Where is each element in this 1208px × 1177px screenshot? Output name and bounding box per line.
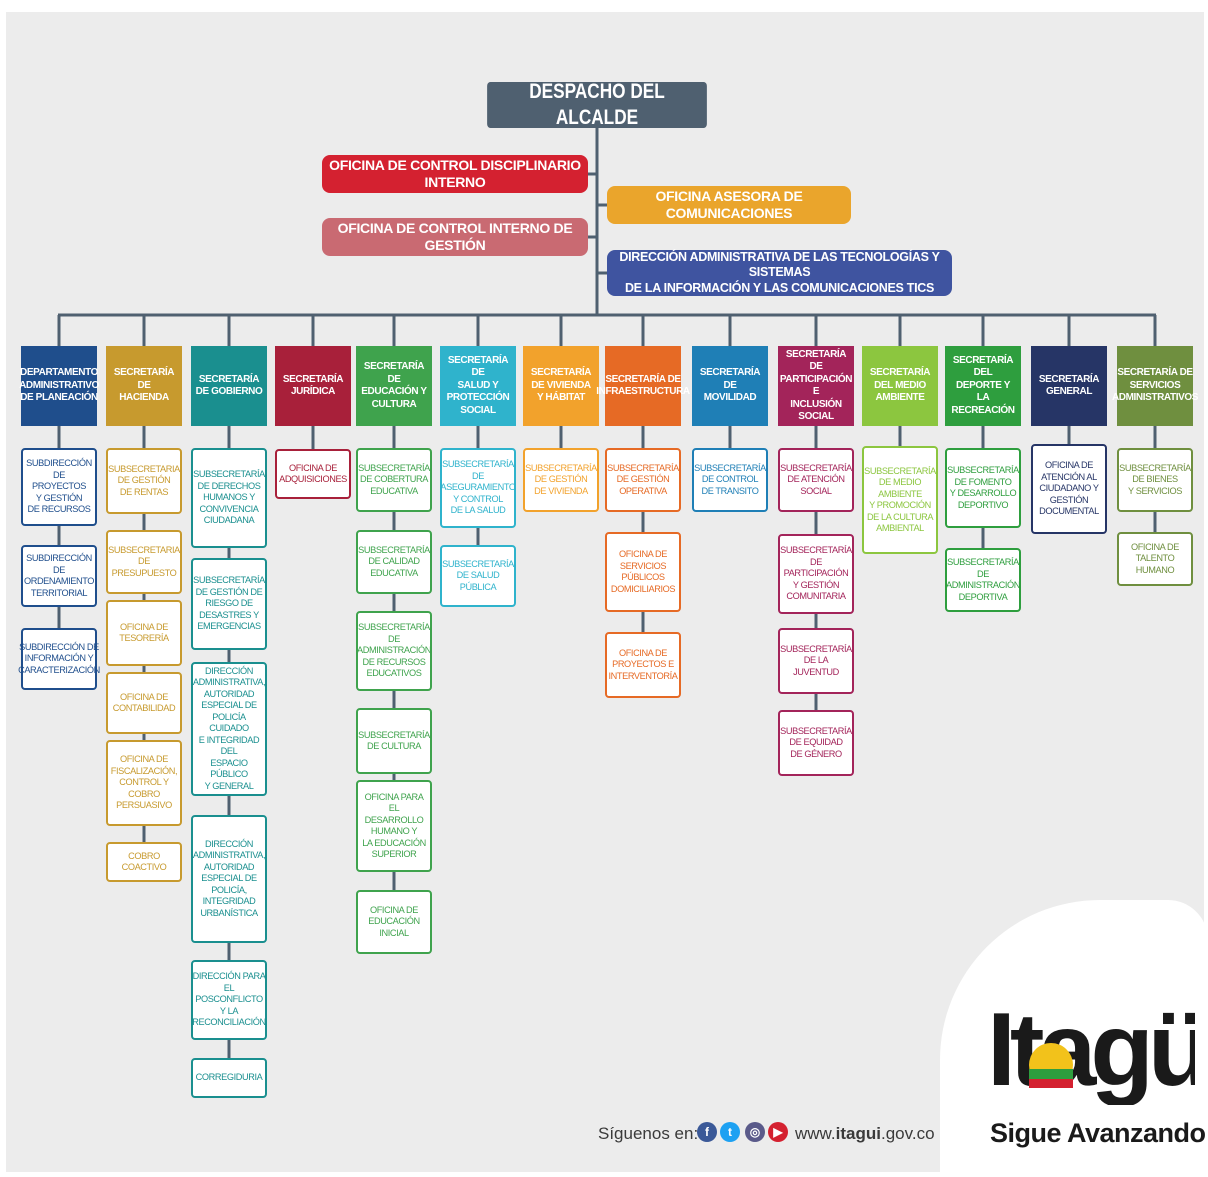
logo-flag-green	[1029, 1069, 1073, 1079]
department-header: SECRETARÍA DEL DEPORTE Y LA RECREACIÓN	[945, 346, 1021, 426]
oficina-control-disciplinario: OFICINA DE CONTROL DISCIPLINARIO INTERNO	[322, 155, 588, 193]
oficina-control-interno-gestion-label: OFICINA DE CONTROL INTERNO DE GESTIÓN	[337, 219, 573, 254]
sub-unit-box: OFICINA DE CONTABILIDAD	[106, 672, 182, 734]
sub-unit-box: SUBDIRECCIÓN DE PROYECTOS Y GESTIÓN DE R…	[21, 448, 97, 526]
website-url[interactable]: www.itagui.gov.co	[795, 1124, 935, 1144]
department-header: DEPARTAMENTO ADMINISTRATIVO DE PLANEACIÓ…	[19, 346, 99, 426]
sub-unit-box: SUBSECRETARÍA DE PARTICIPACIÓN Y GESTIÓN…	[778, 534, 854, 614]
sub-unit-box: SUBSECRETARÍA DE GESTIÓN OPERATIVA	[605, 448, 681, 512]
youtube-icon[interactable]: ▶	[768, 1122, 788, 1142]
sub-unit-box: OFICINA PARA EL DESARROLLO HUMANO Y LA E…	[356, 780, 432, 872]
sub-unit-box: SUBSECRETARÍA DE ADMINISTRACIÓN DEPORTIV…	[945, 548, 1021, 612]
oficina-asesora-comunicaciones-label: OFICINA ASESORA DE COMUNICACIONES	[655, 187, 803, 222]
sub-unit-box: OFICINA DE ATENCIÓN AL CIUDADANO Y GESTI…	[1031, 444, 1107, 534]
department-header: SECRETARÍA DEL MEDIO AMBIENTE	[862, 346, 938, 426]
sub-unit-box: SUBSECRETARÍA DE CONTROL DE TRANSITO	[692, 448, 768, 512]
sub-unit-box: COBRO COACTIVO	[106, 842, 182, 882]
logo-wordmark: Itagüí	[987, 992, 1195, 1105]
sub-unit-box: SUBSECRETARÍA DE FOMENTO Y DESARROLLO DE…	[945, 448, 1021, 528]
department-header: SECRETARÍA GENERAL	[1031, 346, 1107, 426]
sub-unit-box: SUBSECRETARÍA DE MEDIO AMBIENTE Y PROMOC…	[862, 446, 938, 554]
sub-unit-box: SUBSECRETARÍA DE ADMINISTRACIÓN DE RECUR…	[356, 611, 432, 691]
sub-unit-box: SUBSECRETARÍA DE BIENES Y SERVICIOS	[1117, 448, 1193, 512]
oficina-control-interno-gestion: OFICINA DE CONTROL INTERNO DE GESTIÓN	[322, 218, 588, 256]
url-suffix: .gov.co	[880, 1124, 935, 1143]
direccion-tics: DIRECCIÓN ADMINISTRATIVA DE LAS TECNOLOG…	[607, 250, 952, 296]
department-header: SECRETARÍA DE GOBIERNO	[191, 346, 267, 426]
department-header: SECRETARÍA DE SERVICIOS ADMINISTRATIVOS	[1112, 346, 1198, 426]
sub-unit-box: SUBSECRETARÍA DE ASEGURAMIENTO Y CONTROL…	[440, 448, 516, 528]
sub-unit-box: SUBSECRETARÍA DE CALIDAD EDUCATIVA	[356, 530, 432, 594]
sub-unit-box: SUBSECRETARIA DE GESTIÓN DE RENTAS	[106, 448, 182, 514]
despacho-label: DESPACHO DEL ALCALDE	[529, 79, 665, 129]
department-header: SECRETARÍA DE HACIENDA	[106, 346, 182, 426]
sub-unit-box: SUBSECRETARÍA DE COBERTURA EDUCATIVA	[356, 448, 432, 512]
department-header: SECRETARÍA DE PARTICIPACIÓN E INCLUSIÓN …	[778, 346, 854, 426]
url-bold: itagui	[835, 1124, 881, 1143]
oficina-asesora-comunicaciones: OFICINA ASESORA DE COMUNICACIONES	[607, 186, 851, 224]
sub-unit-box: DIRECCIÓN PARA EL POSCONFLICTO Y LA RECO…	[191, 960, 267, 1040]
sub-unit-box: SUBSECRETARÍA DE DERECHOS HUMANOS Y CONV…	[191, 448, 267, 548]
sub-unit-box: OFICINA DE ADQUISICIONES	[275, 449, 351, 499]
sub-unit-box: DIRECCIÓN ADMINISTRATIVA, AUTORIDAD ESPE…	[191, 815, 267, 943]
department-header: SECRETARÍA DE EDUCACIÓN Y CULTURA	[356, 346, 432, 426]
department-header: SECRETARÍA DE VIVIENDA Y HÁBITAT	[523, 346, 599, 426]
itagui-logo: Itagüí	[987, 992, 1195, 1105]
facebook-icon[interactable]: f	[697, 1122, 717, 1142]
sub-unit-box: SUBDIRECCIÓN DE INFORMACIÓN Y CARACTERIZ…	[18, 628, 100, 690]
instagram-icon[interactable]: ◎	[745, 1122, 765, 1142]
sub-unit-box: CORREGIDURIA	[191, 1058, 267, 1098]
department-header: SECRETARÍA DE INFRAESTRUCTURA	[596, 346, 690, 426]
sub-unit-box: OFICINA DE FISCALIZACIÓN, CONTROL Y COBR…	[106, 740, 182, 826]
sub-unit-box: OFICINA DE SERVICIOS PÚBLICOS DOMICILIAR…	[605, 532, 681, 612]
department-header: SECRETARÍA DE SALUD Y PROTECCIÓN SOCIAL	[440, 346, 516, 426]
sub-unit-box: SUBSECRETARÍA DE EQUIDAD DE GÉNERO	[778, 710, 854, 776]
sub-unit-box: SUBSECRETARÍA DE SALUD PÚBLICA	[440, 545, 516, 607]
despacho-del-alcalde: DESPACHO DEL ALCALDE	[487, 80, 707, 129]
oficina-control-disciplinario-label: OFICINA DE CONTROL DISCIPLINARIO INTERNO	[329, 156, 581, 191]
sub-unit-box: SUBDIRECCIÓN DE ORDENAMIENTO TERRITORIAL	[21, 545, 97, 607]
sub-unit-box: SUBSECRETARÍA DE GESTIÓN DE VIVIENDA	[523, 448, 599, 512]
twitter-icon[interactable]: t	[720, 1122, 740, 1142]
sub-unit-box: SUBSECRETARÍA DE CULTURA	[356, 708, 432, 774]
department-header: SECRETARÍA JURÍDICA	[275, 346, 351, 426]
sub-unit-box: SUBSECRETARÍA DE LA JUVENTUD	[778, 628, 854, 694]
url-prefix: www.	[795, 1124, 836, 1143]
follow-us-label: Síguenos en:	[598, 1124, 699, 1143]
sub-unit-box: SUBSECRETARIA DE PRESUPUESTO	[106, 530, 182, 594]
logo-flag-red	[1029, 1079, 1073, 1088]
sub-unit-box: SUBSECRETARÍA DE ATENCIÓN SOCIAL	[778, 448, 854, 512]
slogan: Sigue Avanzando	[990, 1118, 1206, 1148]
sub-unit-box: SUBSECRETARÍA DE GESTIÓN DE RIESGO DE DE…	[191, 558, 267, 650]
department-header: SECRETARÍA DE MOVILIDAD	[692, 346, 768, 426]
sub-unit-box: OFICINA DE EDUCACIÓN INICIAL	[356, 890, 432, 954]
direccion-tics-label: DIRECCIÓN ADMINISTRATIVA DE LAS TECNOLOG…	[619, 249, 940, 295]
sub-unit-box: OFICINA DE PROYECTOS E INTERVENTORÍA	[605, 632, 681, 698]
sub-unit-box: OFICINA DE TESORERÍA	[106, 600, 182, 666]
sub-unit-box: OFICINA DE TALENTO HUMANO	[1117, 532, 1193, 586]
sub-unit-box: DIRECCIÓN ADMINISTRATIVA, AUTORIDAD ESPE…	[191, 662, 267, 796]
